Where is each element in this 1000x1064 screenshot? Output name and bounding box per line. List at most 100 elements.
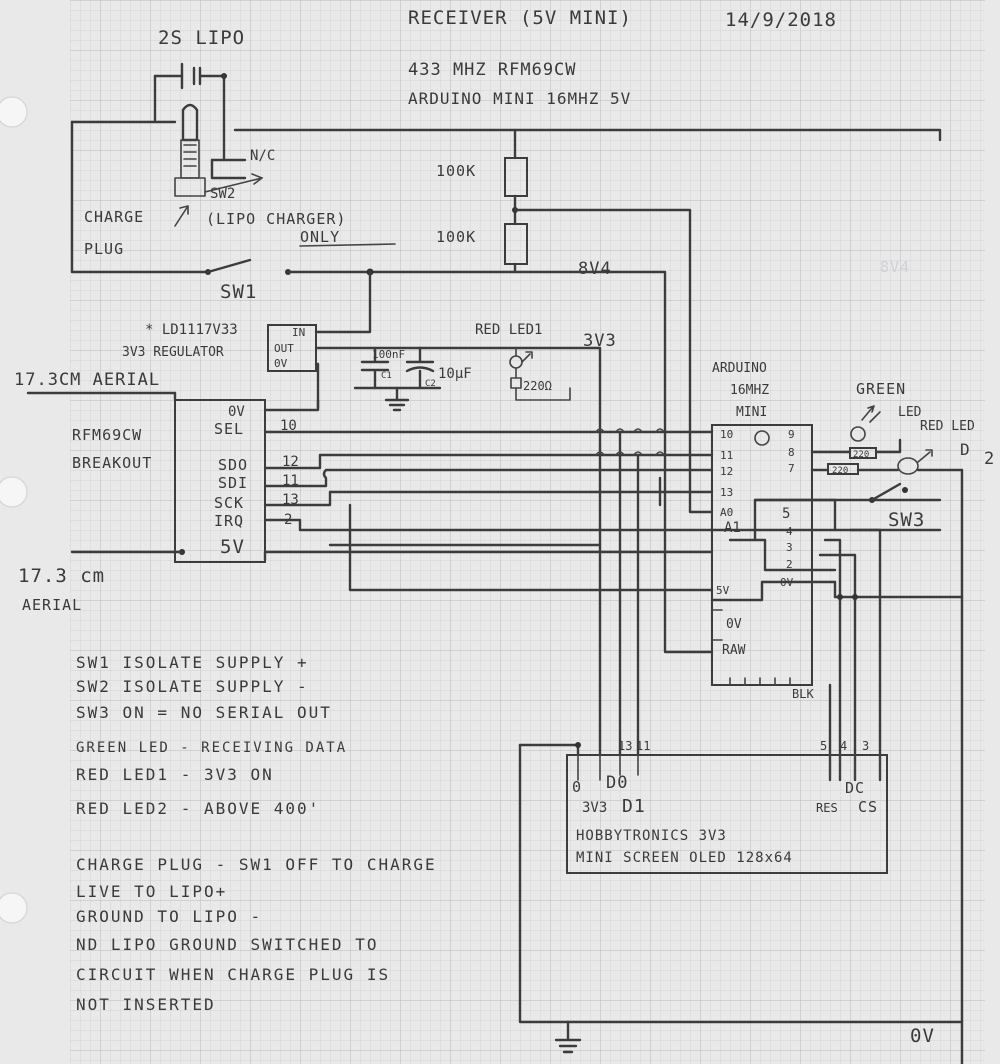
oled-module: 0V 13 11 5 4 3 0 D0 DC 3V3 D1 RES CS HOB… [518,739,964,1054]
note-line: ND LIPO GROUND SWITCHED TO [76,935,378,954]
sw3-label: SW3 [888,509,925,531]
note-line: CHARGE PLUG - SW1 OFF TO CHARGE [76,855,437,874]
header-line-1: 433 MHZ RFM69CW [408,60,577,80]
page-title: RECEIVER (5V MINI) [408,7,632,29]
resistor-100k-bottom: 100K [436,228,476,246]
rfm-pin-irq: IRQ [214,512,244,530]
resistor-green-value: 220 [853,450,869,460]
rfm69-box [174,399,266,563]
arduino-footer: BLK [792,687,814,701]
oled-pin-0: 0 [572,778,582,796]
oled-pin-13: 13 [618,739,632,753]
ard-pin-8: 8 [788,446,795,459]
ard-pin-13: 13 [720,486,733,499]
voltage-divider [504,128,714,514]
ghost-8v4-label: 8V4 [880,258,910,276]
oled-bus [328,428,714,757]
rfm69-name: RFM69CW [72,426,142,444]
cap2-value: 10μF [438,366,472,382]
rfm-pin-5v: 5V [220,536,245,558]
aerial-bottom-label-2: AERIAL [22,596,82,614]
oled-box [566,754,888,874]
ard-pin-7: 7 [788,462,795,475]
note-line: GROUND TO LIPO - [76,907,262,926]
rfm-pin-sdi: SDI [218,474,248,492]
red-led2-icon [897,457,919,475]
charger-note-2: ONLY [300,228,340,246]
oled-pin-11: 11 [636,739,650,753]
red-led2-extra: D [960,440,971,459]
cap1-value: 100nF [372,348,405,361]
ard-pin-a0: A0 [720,506,733,519]
arduino-title: ARDUINO [712,361,767,376]
aerial-bottom-label: 17.3 cm [18,565,105,587]
oled-pin-cs: CS [858,798,878,816]
rail-8v4-label: 8V4 [578,259,612,279]
sw2-label: SW2 [210,186,235,202]
oled-pin-4: 4 [840,739,847,753]
ard-pin-3: 3 [786,541,793,554]
red-led1: RED LED1 220Ω [475,322,571,401]
oled-title-2: MINI SCREEN OLED 128x64 [576,850,793,866]
oled-pin-res: RES [816,801,838,815]
ard-pin-11: 11 [720,449,733,462]
note-line: LIVE TO LIPO+ [76,882,227,901]
notes-block: SW1 ISOLATE SUPPLY + SW2 ISOLATE SUPPLY … [76,653,437,1014]
rfm-pin-num-12: 12 [282,454,299,470]
binder-hole [0,96,28,128]
red-led2-sub: 2 [984,449,995,469]
reg-pin-out: OUT [274,342,294,355]
red-led2-label: RED LED [920,419,975,434]
arduino-title-3: MINI [736,405,767,420]
ard-pin-12: 12 [720,465,733,478]
ard-pin-0v: 0V [726,617,742,632]
cap2-ref: C2 [425,379,436,389]
oled-title: HOBBYTRONICS 3V3 [576,828,727,844]
note-line: NOT INSERTED [76,995,216,1014]
green-led-label: GREEN [856,380,906,398]
cap1-ref: C1 [381,371,392,381]
red-led1-label: RED LED1 [475,322,542,338]
arduino-mini: ARDUINO 16MHZ MINI 10 11 12 13 A0 A1 5V … [710,361,964,782]
aerial-top-label: 17.3CM AERIAL [14,370,160,390]
ard-pin-10: 10 [720,428,733,441]
sw1-label: SW1 [220,281,257,303]
note-line: CIRCUIT WHEN CHARGE PLUG IS [76,965,390,984]
regulator-section: * LD1117V33 3V3 REGULATOR IN OUT 0V 100n… [122,270,617,757]
note-line: GREEN LED - RECEIVING DATA [76,740,347,756]
green-led-icon [850,426,866,442]
header-line-2: ARDUINO MINI 16MHZ 5V [408,89,631,108]
charge-plug-label: CHARGE [84,208,144,226]
oled-pin-dc: DC [845,779,865,797]
binder-hole [0,892,28,924]
note-line: SW1 ISOLATE SUPPLY + [76,653,309,672]
oled-pin-5: 5 [820,739,827,753]
rfm-pin-sdo: SDO [218,456,248,474]
resistor-100k-top: 100K [436,162,476,180]
note-line: RED LED1 - 3V3 ON [76,765,274,784]
note-line: SW2 ISOLATE SUPPLY - [76,677,309,696]
ground-0v-label: 0V [910,1025,935,1047]
binder-hole [0,476,28,508]
nc-label: N/C [250,148,275,164]
arduino-title-2: 16MHZ [730,383,769,398]
ard-pin-5v: 5V [716,584,730,597]
note-line: RED LED2 - ABOVE 400' [76,799,320,818]
power-section: 2S LIPO N/C SW2 CHARGE PLUG [70,27,942,654]
ard-pin-4: 4 [786,525,793,538]
indicators: GREEN LED RED LED 2 D SW3 [850,380,995,1064]
charger-note: (LIPO CHARGER) [206,210,346,228]
oled-pin-3v3: 3V3 [582,800,607,816]
ard-pin-raw: RAW [722,643,746,658]
rail-3v3-label: 3V3 [583,331,617,351]
ard-pin-5: 5 [782,506,790,522]
rfm69-name-2: BREAKOUT [72,454,152,472]
charge-plug-label-2: PLUG [84,240,124,258]
rfm-pin-sel: SEL [214,420,244,438]
reg-pin-in: IN [292,326,305,339]
ard-pin-2: 2 [786,558,793,571]
battery-label: 2S LIPO [158,27,245,49]
rfm-pin-0v: 0V [228,404,245,420]
reg-pin-0v: 0V [274,357,288,370]
